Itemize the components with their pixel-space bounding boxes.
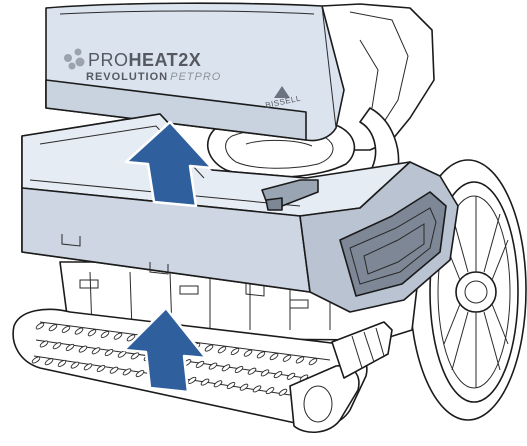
bristle-tuft [96, 364, 106, 373]
bristle-tuft [252, 385, 262, 393]
up-arrow-icon-upper [124, 120, 214, 208]
bristle-tuft [126, 334, 136, 342]
brand-revolution-text: REVOLUTION [86, 71, 168, 83]
bristle-tuft [130, 352, 140, 360]
bristle-tuft [195, 360, 205, 368]
bristle-tuft [65, 343, 75, 351]
bristle-tuft [308, 358, 318, 366]
bristle-tuft [109, 366, 119, 374]
bristle-tuft [243, 349, 253, 357]
up-arrow-icon-lower [122, 306, 208, 394]
bristle-tuft [83, 363, 93, 371]
dirty-water-tank [21, 113, 459, 313]
bristle-tuft [221, 364, 231, 372]
bristle-tuft [256, 351, 266, 359]
bristle-tuft [226, 381, 236, 390]
bristle-tuft [269, 353, 279, 361]
bristle-tuft [187, 376, 197, 384]
brand-heat-text: HEAT [129, 50, 179, 70]
bristle-tuft [278, 388, 288, 396]
bristle-tuft [122, 368, 132, 376]
bristle-tuft [31, 356, 41, 364]
bristle-tuft [39, 340, 49, 348]
bristle-tuft [282, 354, 292, 362]
bristle-tuft [100, 330, 110, 339]
bristle-tuft [87, 329, 97, 337]
bristle-tuft [104, 348, 114, 357]
bristle-tuft [200, 378, 210, 386]
bristle-tuft [273, 371, 283, 379]
bristle-tuft [61, 325, 71, 333]
brush-roll [12, 308, 393, 433]
bristle-tuft [295, 356, 305, 364]
bristle-tuft [91, 347, 101, 355]
bristle-tuft [247, 367, 257, 375]
bristle-tuft [204, 344, 214, 352]
bristle-tuft [70, 361, 80, 369]
brand-petpro-text: PETPRO [170, 71, 221, 83]
bristle-tuft [74, 327, 84, 335]
bristle-tuft [44, 358, 54, 366]
bristle-tuft [35, 322, 45, 330]
bristle-tuft [230, 347, 240, 356]
brand-model-text: 2X [178, 50, 201, 70]
paw-logo-icon [64, 48, 85, 70]
bristle-tuft [113, 332, 123, 340]
brand-pro-text: PRO [88, 50, 129, 70]
bristle-tuft [208, 362, 218, 370]
bristle-tuft [234, 365, 244, 374]
bristle-tuft [117, 350, 127, 358]
bristle-tuft [286, 372, 296, 380]
bristle-tuft [52, 342, 62, 350]
bristle-tuft [260, 369, 270, 377]
bristle-tuft [213, 380, 223, 388]
bristle-tuft [217, 346, 227, 354]
svg-text:PROHEAT2X: PROHEAT2X [88, 50, 201, 70]
bristle-tuft [48, 324, 58, 332]
bristle-tuft [265, 387, 275, 395]
bristle-tuft [57, 359, 67, 367]
bristle-tuft [78, 345, 88, 353]
bristle-tuft [135, 370, 145, 378]
bristle-tuft [239, 383, 249, 391]
